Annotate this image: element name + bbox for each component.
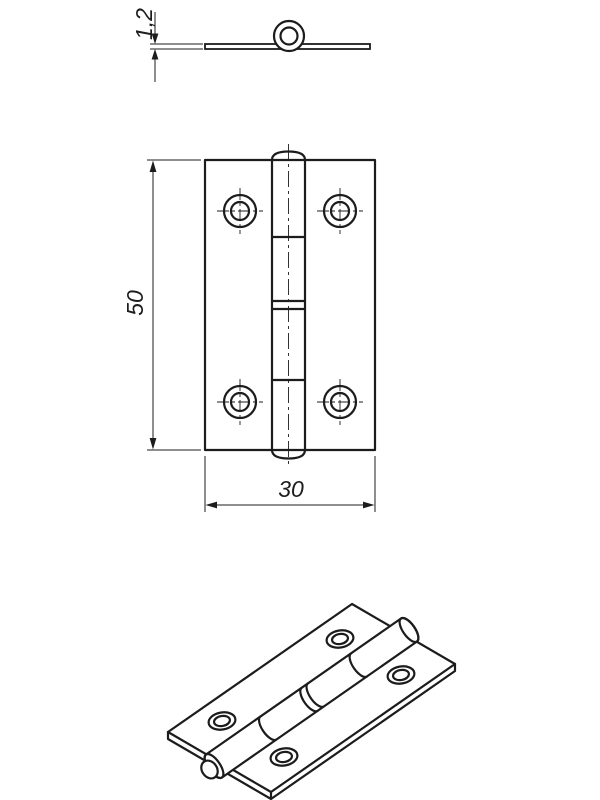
knuckle-joint-arcs [257,652,369,742]
knuckle-far-rim [398,616,420,644]
dim-arrow [149,438,157,450]
screw-hole-iso [386,665,416,685]
screw-hole [217,188,263,234]
front-view: 50 30 [122,144,377,512]
screw-hole [317,379,363,425]
hinge-outline [203,158,377,452]
knuckle-profile-circle [272,19,306,53]
pin-end [200,759,219,780]
dim-arrow [205,501,217,509]
isometric-view [166,602,457,800]
dimension-thickness-label: 1,2 [131,8,157,40]
screw-hole-iso [269,747,299,767]
extension-line [150,43,203,50]
screw-hole-iso [325,629,355,649]
dim-arrow [363,501,375,509]
dimension-thickness: 1,2 [131,8,203,82]
dimension-length-label: 50 [122,290,148,316]
dimension-width-label: 30 [278,476,304,502]
hole-centerlines [217,379,263,425]
dim-arrow [151,49,159,60]
side-view: 1,2 [131,8,371,82]
dim-arrow [151,33,159,44]
screw-hole [217,379,263,425]
extension-line [204,456,376,512]
hole-bore [274,750,294,764]
extension-line [147,159,201,451]
knuckle-end-caps [270,150,307,460]
hole-centerlines [317,379,363,425]
dim-arrow [149,160,157,172]
hole-bore [212,714,232,728]
knuckle-edges [270,158,307,452]
pin-profile-circle [279,26,299,46]
dimension-length: 50 [122,159,201,451]
screw-hole [317,188,363,234]
hole-centerlines [317,188,363,234]
hole-centerlines [217,188,263,234]
hole-bore [391,668,411,682]
plate-thickness-edges [166,662,457,800]
screw-hole-iso [207,711,237,731]
hole-bore [330,632,350,646]
dimension-width: 30 [204,456,376,512]
